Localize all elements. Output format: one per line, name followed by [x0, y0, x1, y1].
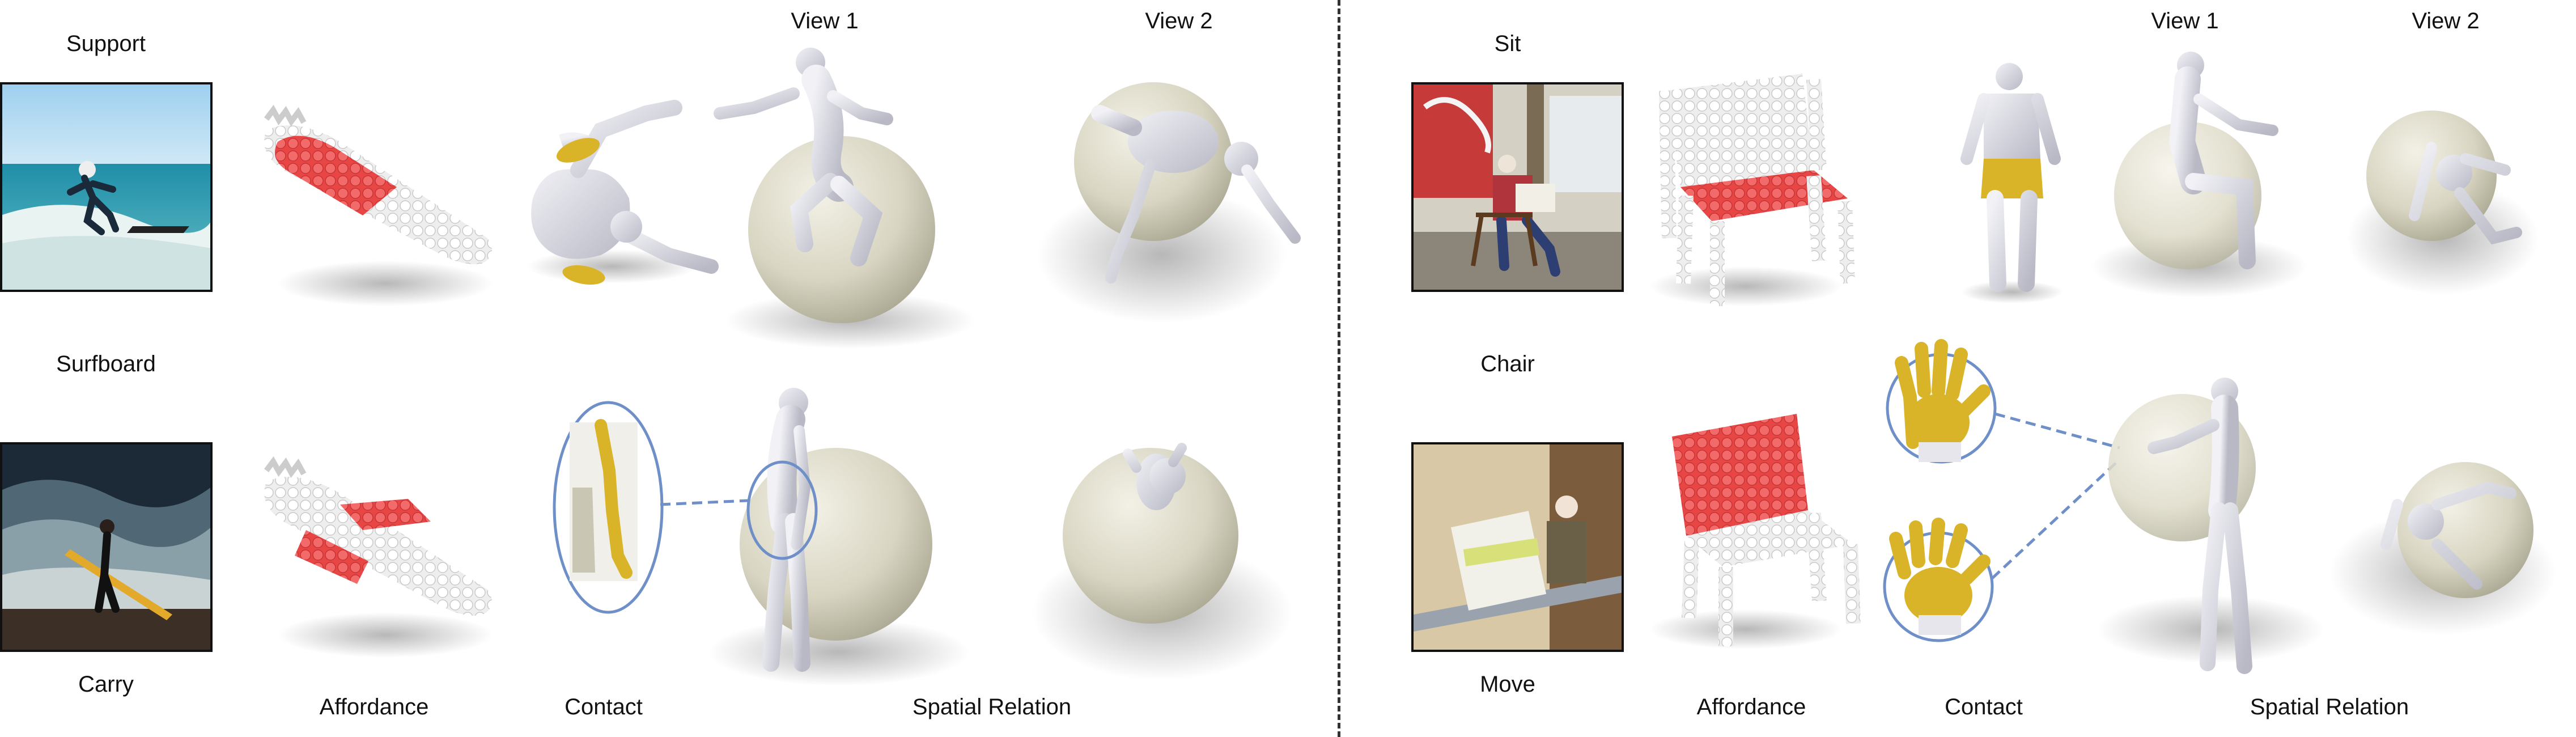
- chair-affordance-move: [1649, 414, 1861, 649]
- spatial-move-view1: [2097, 378, 2324, 674]
- spatial-support-view2: [1037, 82, 1301, 323]
- surfboard-affordance-support: [264, 104, 493, 306]
- left-col-contact: Contact: [565, 694, 643, 719]
- spatial-carry-view2: [1032, 443, 1292, 680]
- right-object-chair: Chair: [1480, 351, 1535, 376]
- surfboard-affordance-carry: [264, 456, 493, 658]
- right-col-spatial: Spatial Relation: [2250, 694, 2409, 719]
- contact-sit-body: [1960, 63, 2063, 303]
- spatial-sit-view1: [2091, 52, 2307, 298]
- right-action-sit: Sit: [1494, 31, 1521, 56]
- left-action-carry: Carry: [78, 672, 134, 697]
- left-col-affordance: Affordance: [319, 694, 429, 719]
- right-col-contact: Contact: [1945, 694, 2023, 719]
- spatial-sit-view2: [2346, 111, 2539, 295]
- right-view1-label: View 1: [2151, 9, 2219, 33]
- right-action-move: Move: [1480, 672, 1535, 697]
- photo-surfer-support: [0, 82, 213, 292]
- right-col-affordance: Affordance: [1696, 694, 1806, 719]
- photo-man-moving-chair: [1411, 442, 1624, 652]
- contact-carry-arm: [553, 401, 786, 614]
- left-view1-label: View 1: [791, 9, 859, 33]
- spatial-move-view2: [2329, 462, 2556, 635]
- left-view2-label: View 2: [1145, 9, 1213, 33]
- spatial-carry-view1: [708, 388, 969, 686]
- contact-move-hands: [1883, 339, 2120, 642]
- photo-man-sitting: [1411, 82, 1624, 292]
- chair-affordance-sit: [1649, 74, 1855, 306]
- left-action-support: Support: [66, 31, 146, 56]
- contact-support-feet: [527, 100, 719, 285]
- left-object-surfboard: Surfboard: [56, 351, 156, 376]
- right-view2-label: View 2: [2412, 9, 2480, 33]
- photo-surfer-carry: [0, 442, 213, 652]
- spatial-support-view1: [714, 48, 975, 349]
- left-col-spatial: Spatial Relation: [912, 694, 1072, 719]
- section-divider: [1338, 0, 1340, 737]
